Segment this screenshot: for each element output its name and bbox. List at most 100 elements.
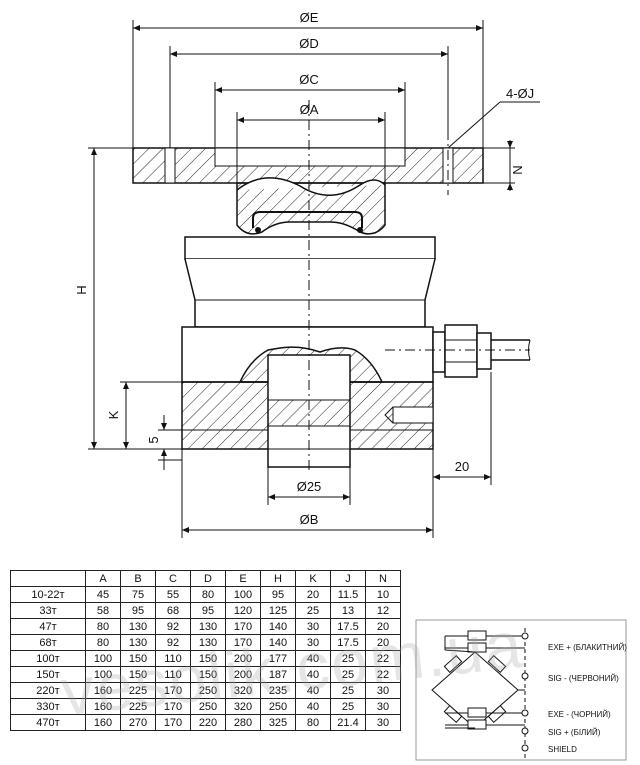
table-cell: 270 xyxy=(120,714,156,731)
table-cell: 22 xyxy=(365,666,401,683)
table-cell: 13 xyxy=(330,602,366,619)
table-header: A xyxy=(85,570,121,587)
table-cell: 40 xyxy=(295,650,331,667)
table-cell: 40 xyxy=(295,698,331,715)
table-cell-model: 100т xyxy=(10,650,86,667)
table-cell: 30 xyxy=(295,618,331,635)
table-cell: 110 xyxy=(155,666,191,683)
table-cell: 225 xyxy=(120,682,156,699)
table-cell: 80 xyxy=(85,634,121,651)
table-cell: 200 xyxy=(225,650,261,667)
centre-lines xyxy=(308,100,530,470)
table-cell: 150 xyxy=(190,666,226,683)
table-cell-model: 330т xyxy=(10,698,86,715)
table-cell: 12 xyxy=(365,602,401,619)
table-cell: 17.5 xyxy=(330,618,366,635)
table-header-row: A B C D E H K J N xyxy=(10,570,401,587)
table-cell: 170 xyxy=(155,698,191,715)
table-cell: 20 xyxy=(365,618,401,635)
label-diam-a: ØA xyxy=(300,102,319,117)
table-cell: 25 xyxy=(330,666,366,683)
table-cell: 170 xyxy=(225,634,261,651)
table-cell: 320 xyxy=(225,698,261,715)
table-cell: 80 xyxy=(85,618,121,635)
table-cell: 75 xyxy=(120,586,156,603)
label-five: 5 xyxy=(146,436,161,443)
table-cell: 130 xyxy=(120,634,156,651)
label-k: K xyxy=(106,410,121,419)
table-cell: 92 xyxy=(155,634,191,651)
table-cell-model: 33т xyxy=(10,602,86,619)
table-cell: 25 xyxy=(295,602,331,619)
table-cell: 220 xyxy=(190,714,226,731)
table-cell: 140 xyxy=(260,634,296,651)
table-cell: 130 xyxy=(190,618,226,635)
table-cell: 100 xyxy=(85,666,121,683)
table-header: D xyxy=(190,570,226,587)
table-cell: 320 xyxy=(225,682,261,699)
label-h: H xyxy=(74,285,89,294)
table-cell-model: 150т xyxy=(10,666,86,683)
table-cell: 17.5 xyxy=(330,634,366,651)
top-flange xyxy=(132,147,484,184)
table-header: C xyxy=(155,570,191,587)
wiring-diagram xyxy=(415,619,627,761)
table-cell: 20 xyxy=(365,634,401,651)
table-cell: 170 xyxy=(155,714,191,731)
table-cell: 25 xyxy=(330,698,366,715)
table-cell: 250 xyxy=(190,682,226,699)
label-holes: 4-ØJ xyxy=(506,86,534,101)
table-cell: 177 xyxy=(260,650,296,667)
table-cell: 95 xyxy=(120,602,156,619)
wire-sig-plus: SIG + (БІЛИЙ) xyxy=(548,728,601,737)
table-cell: 160 xyxy=(85,714,121,731)
table-cell: 200 xyxy=(225,666,261,683)
table-cell: 100 xyxy=(85,650,121,667)
table-cell: 110 xyxy=(155,650,191,667)
table-header xyxy=(10,570,86,587)
label-diam-c: ØC xyxy=(299,72,319,87)
table-cell: 140 xyxy=(260,618,296,635)
table-cell: 20 xyxy=(295,586,331,603)
table-cell-model: 47т xyxy=(10,618,86,635)
label-n: N xyxy=(510,165,525,174)
table-cell: 22 xyxy=(365,650,401,667)
table-cell: 235 xyxy=(260,682,296,699)
table-cell: 187 xyxy=(260,666,296,683)
table-header: K xyxy=(295,570,331,587)
table-cell: 325 xyxy=(260,714,296,731)
table-header: N xyxy=(365,570,401,587)
table-cell: 30 xyxy=(295,634,331,651)
table-cell: 150 xyxy=(190,650,226,667)
table-cell: 250 xyxy=(260,698,296,715)
label-diam-25: Ø25 xyxy=(297,479,322,494)
table-cell-model: 10-22т xyxy=(10,586,86,603)
table-cell: 250 xyxy=(190,698,226,715)
table-cell: 21.4 xyxy=(330,714,366,731)
table-cell: 55 xyxy=(155,586,191,603)
table-cell-model: 470т xyxy=(10,714,86,731)
table-header: B xyxy=(120,570,156,587)
table-header: J xyxy=(330,570,366,587)
loading-head xyxy=(236,177,386,235)
table-cell: 58 xyxy=(85,602,121,619)
table-cell: 80 xyxy=(190,586,226,603)
wire-sig-minus: SIG - (ЧЕРВОНИЙ) xyxy=(548,674,619,683)
table-cell: 130 xyxy=(120,618,156,635)
table-cell: 170 xyxy=(155,682,191,699)
table-cell: 68 xyxy=(155,602,191,619)
label-diam-e: ØE xyxy=(300,10,319,25)
table-cell-model: 68т xyxy=(10,634,86,651)
label-diam-d: ØD xyxy=(299,36,319,51)
table-cell: 40 xyxy=(295,682,331,699)
table-cell: 95 xyxy=(260,586,296,603)
table-cell: 30 xyxy=(365,714,401,731)
